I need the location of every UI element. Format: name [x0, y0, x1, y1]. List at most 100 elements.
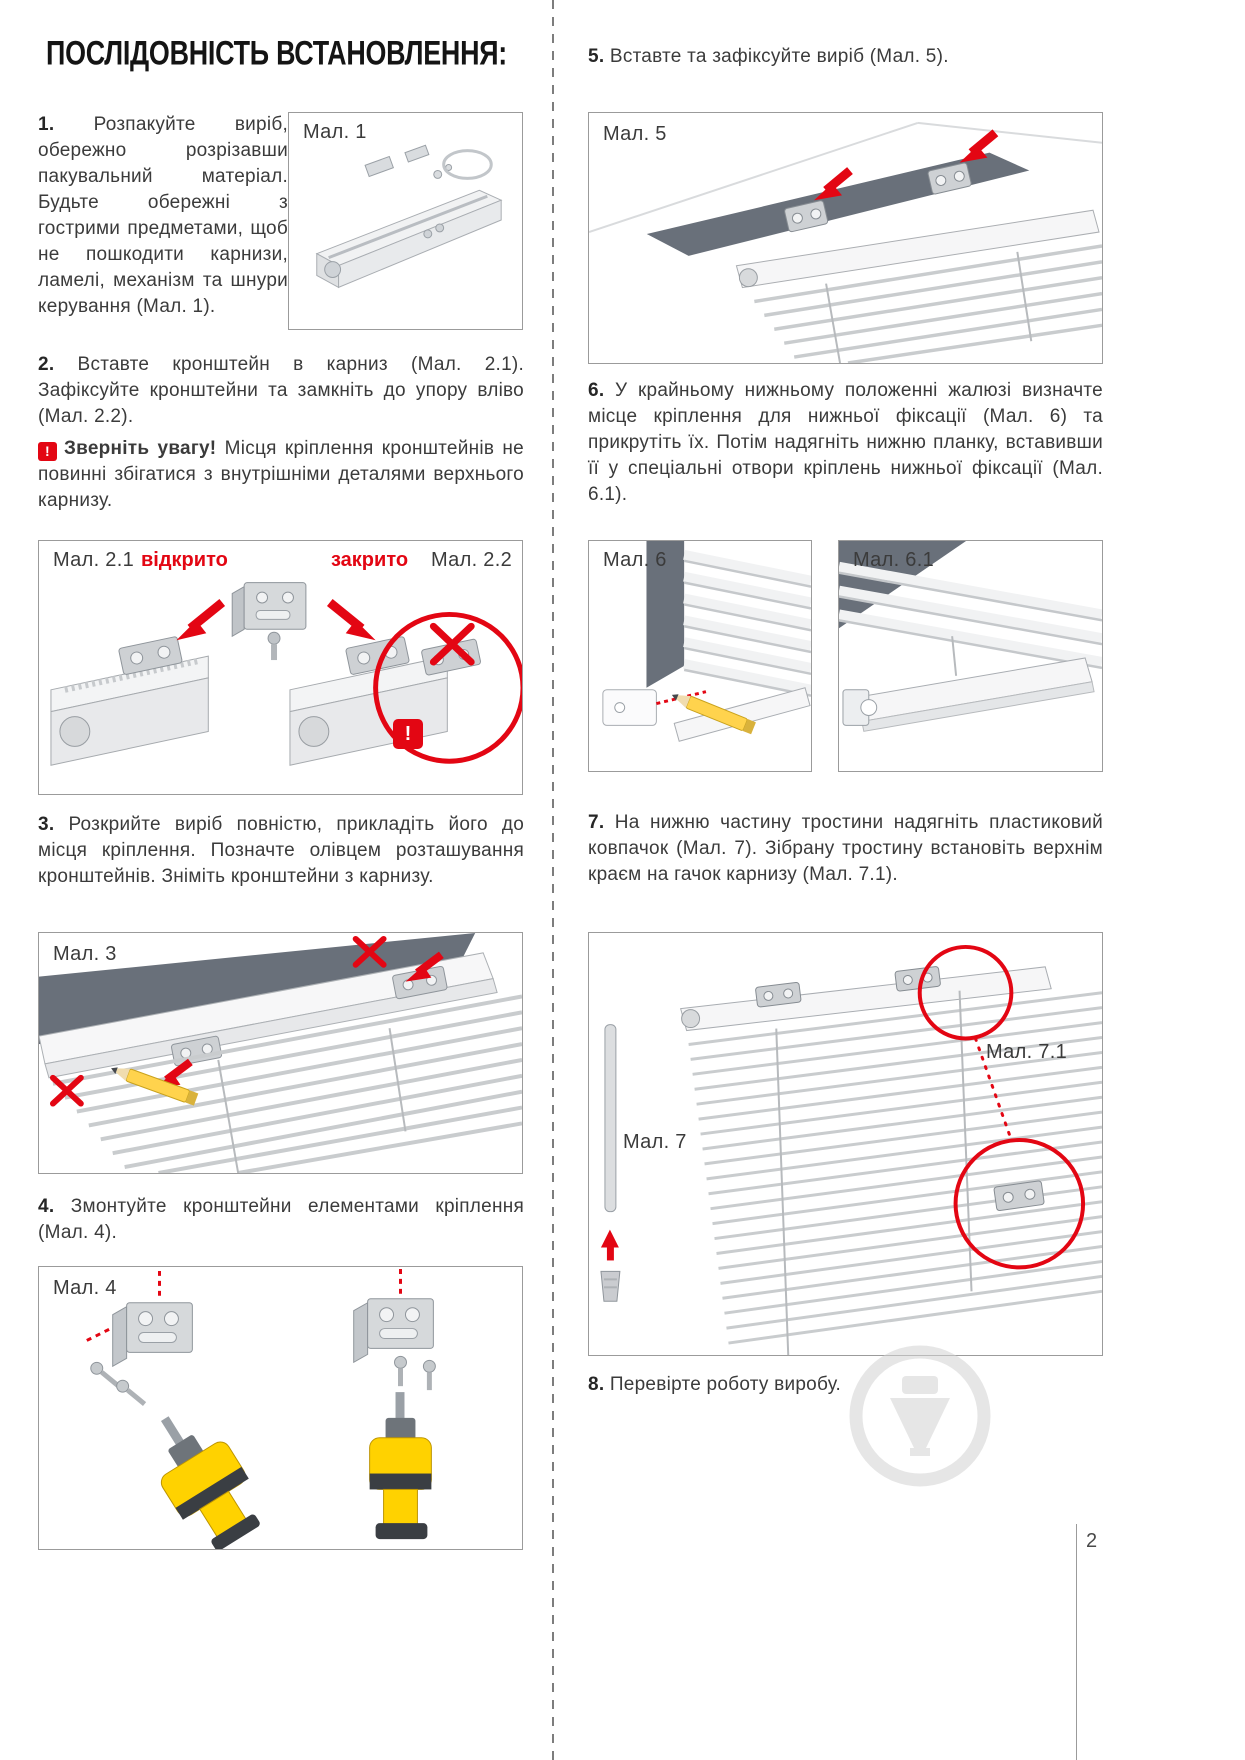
figure-4: Мал. 4	[38, 1266, 523, 1550]
warning-text: Місця кріплення кронштейнів не повинні з…	[38, 438, 524, 512]
slats-icon	[754, 244, 1102, 363]
figure-4-label: Мал. 4	[53, 1277, 117, 1299]
detail-circle-icon	[953, 1138, 1086, 1270]
step-5: 5. Вставте та зафіксуйте виріб (Мал. 5).	[588, 44, 1103, 70]
step-1-number: 1.	[38, 114, 55, 135]
bracket-open-closed-illustration	[50, 582, 522, 766]
bracket-icon	[927, 162, 972, 195]
detail-circle-icon	[917, 944, 1014, 1041]
step-1-paragraph: 1. Розпакуйте виріб, обережно розрізавши…	[38, 112, 288, 320]
figure-2-2-label: Мал. 2.2	[431, 549, 512, 571]
bracket-icon	[755, 982, 802, 1008]
figure-6-1: Мал. 6.1	[838, 540, 1103, 772]
bracket-icon	[118, 636, 183, 675]
step-1: 1. Розпакуйте виріб, обережно розрізавши…	[38, 112, 288, 320]
step-1-text: Розпакуйте виріб, обережно розрізавши па…	[38, 114, 288, 318]
fixation-clip-icon	[602, 689, 657, 726]
slats-icon	[839, 561, 1102, 667]
figure-7-1-label: Мал. 7.1	[986, 1041, 1067, 1063]
step-7-number: 7.	[588, 812, 605, 833]
step-4-text: Змонтуйте кронштейни елементами кріпленн…	[38, 1196, 524, 1244]
figure-1-label: Мал. 1	[303, 121, 367, 143]
step-6: 6. У крайньому нижньому положенні жалюзі…	[588, 378, 1103, 508]
step-7: 7. На нижню частину тростини надягніть п…	[588, 810, 1103, 888]
red-x-icon	[429, 622, 475, 666]
step-6-number: 6.	[588, 380, 605, 401]
figure-1: Мал. 1	[288, 112, 523, 330]
screws-icon	[394, 1355, 436, 1391]
screws-icon	[90, 1361, 147, 1406]
step-2-text: Вставте кронштейн в карниз (Мал. 2.1). З…	[38, 354, 524, 428]
figure-2-1-label: Мал. 2.1	[53, 549, 134, 571]
figure-3: Мал. 3	[38, 932, 523, 1174]
figure-3-label: Мал. 3	[53, 943, 117, 965]
step-7-paragraph: 7. На нижню частину тростини надягніть п…	[588, 810, 1103, 888]
watermark-logo-icon	[849, 1345, 991, 1487]
drill-icon	[160, 1416, 260, 1549]
bracket-icon	[784, 200, 829, 233]
drilling-illustration	[86, 1268, 436, 1549]
step-8-text: Перевірте роботу виробу.	[609, 1374, 842, 1395]
bottom-rail-fixation-illustration	[839, 541, 1102, 732]
marking-illustration	[39, 933, 522, 1173]
step-5-number: 5.	[588, 46, 605, 67]
warning-icon: !	[38, 442, 57, 462]
step-8-number: 8.	[588, 1374, 605, 1395]
slats-icon	[688, 991, 1102, 1345]
step-4-number: 4.	[38, 1196, 55, 1217]
bracket-icon	[112, 1302, 193, 1368]
step-5-paragraph: 5. Вставте та зафіксуйте виріб (Мал. 5).	[588, 44, 1103, 70]
open-label: відкрито	[141, 549, 228, 571]
step-6-text: У крайньому нижньому положенні жалюзі ви…	[588, 380, 1103, 506]
step-4-paragraph: 4. Змонтуйте кронштейни елементами кріпл…	[38, 1194, 524, 1246]
step-6-paragraph: 6. У крайньому нижньому положенні жалюзі…	[588, 378, 1103, 508]
slats-icon	[683, 550, 811, 695]
warning-circle-icon	[373, 611, 522, 764]
step-4: 4. Змонтуйте кронштейни елементами кріпл…	[38, 1194, 524, 1246]
figure-6-1-label: Мал. 6.1	[853, 549, 934, 571]
step-8-paragraph: 8. Перевірте роботу виробу.	[588, 1372, 1103, 1398]
bracket-icon	[353, 1298, 434, 1364]
step-3-text: Розкрийте виріб повністю, прикладіть йог…	[38, 814, 525, 888]
bracket-icon	[993, 1180, 1045, 1212]
page-number-rule	[1076, 1524, 1077, 1760]
exclamation-icon: !	[393, 719, 423, 749]
red-dotted-link	[973, 1037, 1013, 1142]
step-3: 3. Розкрийте виріб повністю, прикладіть …	[38, 812, 524, 890]
figure-2: Мал. 2.1 відкрито закрито Мал. 2.2 !	[38, 540, 523, 795]
step-3-paragraph: 3. Розкрийте виріб повністю, прикладіть …	[38, 812, 524, 890]
cornice-exploded-illustration	[315, 144, 503, 289]
figure-5: Мал. 5	[588, 112, 1103, 364]
closed-label: закрито	[331, 549, 409, 571]
red-up-arrow-icon	[600, 1229, 619, 1248]
wand-and-hook-illustration	[600, 944, 1102, 1355]
plastic-cap-icon	[600, 1270, 621, 1302]
drill-icon	[369, 1392, 432, 1540]
bracket-icon	[894, 966, 941, 992]
step-2: 2. Вставте кронштейн в карниз (Мал. 2.1)…	[38, 352, 524, 514]
wand-icon	[604, 1024, 617, 1213]
brand-watermark	[840, 1336, 1000, 1496]
figure-7-label: Мал. 7	[623, 1131, 687, 1153]
red-dashed-guide	[86, 1270, 161, 1342]
bracket-icon	[392, 965, 448, 1000]
bracket-screw-icon	[231, 582, 307, 661]
page-title: ПОСЛІДОВНІСТЬ ВСТАНОВЛЕННЯ:	[46, 34, 508, 73]
step-3-number: 3.	[38, 814, 55, 835]
pencil-icon	[111, 1067, 199, 1106]
pencil-icon	[671, 694, 756, 735]
column-divider	[552, 0, 554, 1760]
step-2-paragraph: 2. Вставте кронштейн в карниз (Мал. 2.1)…	[38, 352, 524, 430]
step-2-number: 2.	[38, 354, 55, 375]
figure-5-label: Мал. 5	[603, 123, 667, 145]
step-5-text: Вставте та зафіксуйте виріб (Мал. 5).	[609, 46, 949, 67]
figure-6: Мал. 6	[588, 540, 812, 772]
small-parts-icon	[364, 144, 453, 179]
red-x-icon	[49, 935, 387, 1107]
warning-title: Зверніть увагу!	[64, 438, 217, 460]
step-2-warning: ! Зверніть увагу! Місця кріплення кронште…	[38, 436, 524, 514]
page-number: 2	[1086, 1530, 1098, 1552]
step-7-text: На нижню частину тростини надягніть плас…	[588, 812, 1103, 886]
mounting-illustration	[589, 121, 1102, 363]
